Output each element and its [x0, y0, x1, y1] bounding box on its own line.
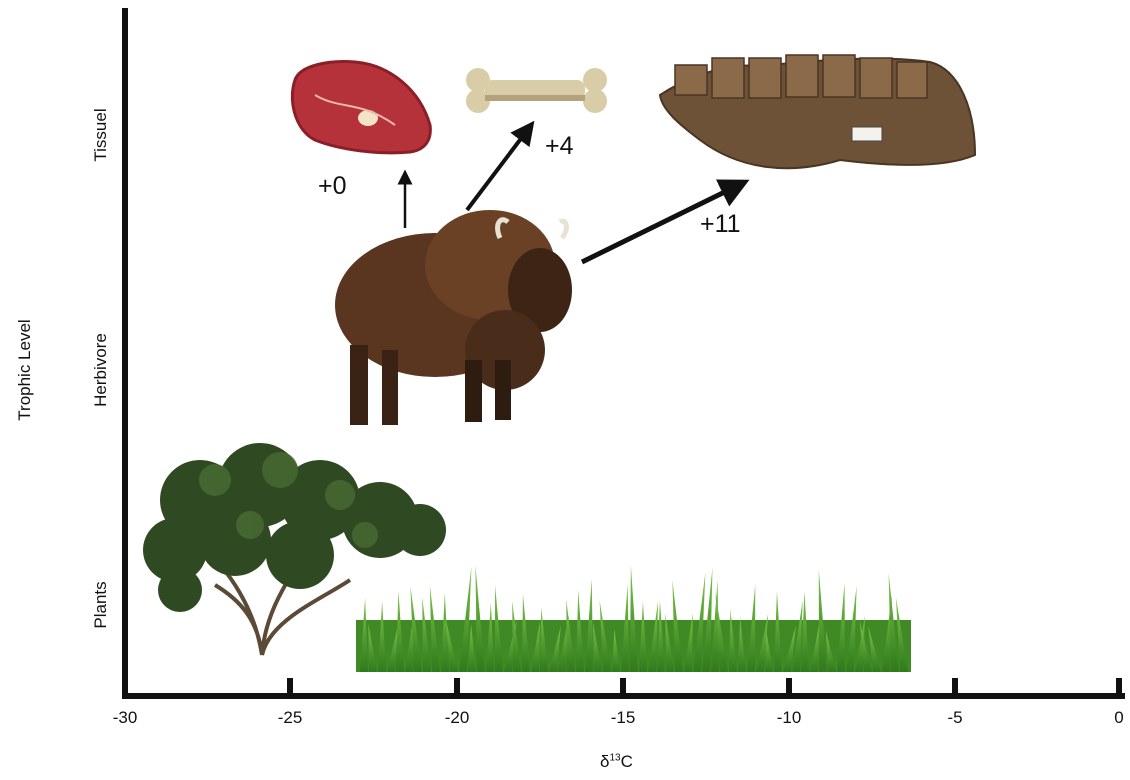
- grass-blade: [475, 565, 485, 672]
- bone-icon: [466, 68, 607, 113]
- grass-blade: [630, 565, 638, 672]
- bison-icon: [335, 210, 572, 425]
- meat-steak-icon: [292, 62, 430, 153]
- level-label-herbivore: Herbivore: [91, 325, 111, 415]
- grass-icon: [356, 565, 911, 672]
- offset-jaw-label: +11: [700, 210, 741, 239]
- offset-bone-label: +4: [545, 132, 574, 161]
- x-tick-label: -5: [947, 708, 962, 728]
- level-label-tissue: Tissuel: [91, 100, 111, 170]
- offset-meat-label: +0: [318, 172, 347, 201]
- x-tick-label: 0: [1114, 708, 1123, 728]
- arrow-to-bone: [467, 124, 532, 210]
- x-axis-title: δ13C: [600, 752, 633, 772]
- y-axis-title: Trophic Level: [15, 315, 35, 425]
- level-label-plants: Plants: [91, 570, 111, 640]
- x-tick-label: -30: [113, 708, 138, 728]
- x-tick-label: -10: [777, 708, 802, 728]
- x-tick-label: -20: [445, 708, 470, 728]
- fossil-jaw-icon: [660, 55, 975, 168]
- x-tick-label: -25: [278, 708, 303, 728]
- axes: [122, 8, 1125, 698]
- x-tick-label: -15: [611, 708, 636, 728]
